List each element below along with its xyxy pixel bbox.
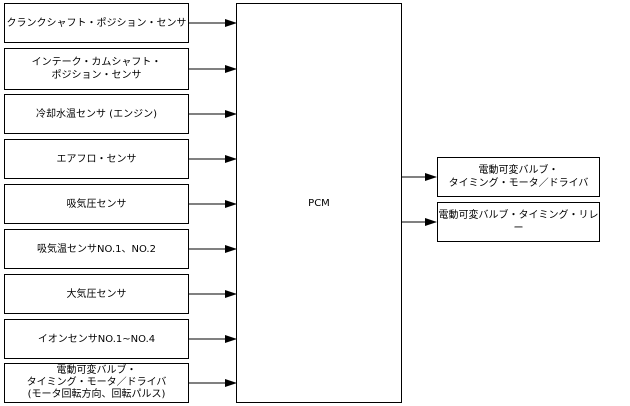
input-label: 吸気温センサNO.1、NO.2 [37,243,156,255]
input-label: 大気圧センサ [66,288,127,300]
input-barometric-pressure-sensor: 大気圧センサ [4,274,189,314]
input-coolant-temp-sensor: 冷却水温センサ (エンジン) [4,94,189,134]
output-label: 電動可変バルブ・ タイミング・モータ／ドライバ [448,165,589,189]
output-vvt-motor-driver: 電動可変バルブ・ タイミング・モータ／ドライバ [437,157,600,197]
input-label: クランクシャフト・ポジション・センサ [6,17,187,29]
pcm-box: PCM [236,3,402,403]
output-vvt-relay: 電動可変バルブ・タイミング・リレー [437,202,600,242]
input-intake-pressure-sensor: 吸気圧センサ [4,184,189,224]
input-label: イオンセンサNO.1~NO.4 [37,333,156,345]
input-ion-sensor: イオンセンサNO.1~NO.4 [4,319,189,359]
input-label: インテーク・カムシャフト・ ポジション・センサ [31,57,162,81]
input-label: 電動可変バルブ・ タイミング・モータ／ドライバ (モータ回転方向、回転パルス) [26,365,167,400]
pcm-label: PCM [308,197,330,209]
input-crankshaft-position-sensor: クランクシャフト・ポジション・センサ [4,3,189,43]
input-airflow-sensor: エアフロ・センサ [4,139,189,179]
input-label: 冷却水温センサ (エンジン) [36,108,157,120]
output-label: 電動可変バルブ・タイミング・リレー [438,210,599,234]
input-intake-camshaft-position-sensor: インテーク・カムシャフト・ ポジション・センサ [4,48,189,90]
input-vvt-motor-driver: 電動可変バルブ・ タイミング・モータ／ドライバ (モータ回転方向、回転パルス) [4,363,189,403]
input-label: 吸気圧センサ [66,198,127,210]
input-label: エアフロ・センサ [56,153,137,165]
input-intake-temp-sensor: 吸気温センサNO.1、NO.2 [4,229,189,269]
